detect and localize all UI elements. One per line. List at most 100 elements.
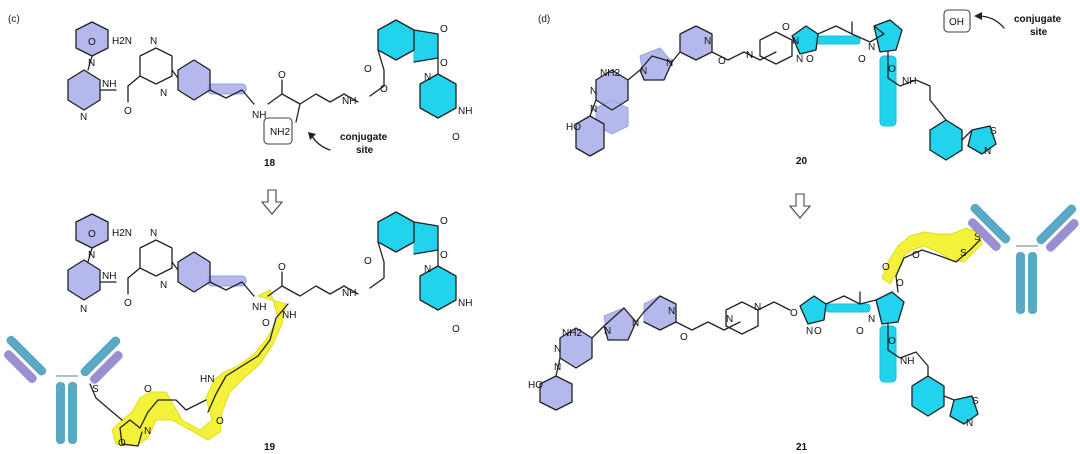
- atom-label-h2n: H2N: [112, 228, 132, 239]
- compound-number-21: 21: [796, 442, 808, 453]
- linker-chain: [895, 239, 981, 293]
- atom-label-n: N: [150, 36, 157, 47]
- atom-label-o: O: [814, 326, 822, 337]
- phenyl-highlight: [177, 59, 211, 101]
- reaction-arrow-d: [788, 193, 812, 219]
- atom-label-nh: NH: [252, 110, 266, 121]
- atom-label-ho: HO: [528, 380, 543, 391]
- atom-label-n: N: [424, 264, 431, 275]
- glutarimide-ring: [419, 73, 457, 119]
- atom-label-o: O: [440, 58, 448, 69]
- atom-label-o: O: [790, 308, 798, 319]
- atom-label-o: O: [118, 438, 126, 449]
- atom-label-o: O: [440, 24, 448, 35]
- conjugate-arrow: [311, 135, 331, 151]
- atom-label-o: O: [278, 70, 286, 81]
- atom-label-o: O: [888, 336, 896, 347]
- atom-label-n: N: [806, 326, 813, 337]
- atom-label-n: N: [640, 66, 647, 77]
- phthalimide-imide-highlight: [413, 221, 439, 255]
- atom-label-n: N: [80, 304, 87, 315]
- atom-label-n: N: [590, 86, 597, 97]
- atom-label-o: O: [364, 64, 372, 75]
- atom-label-o: O: [144, 384, 152, 395]
- linker-highlight: [111, 289, 287, 447]
- atom-label-o: O: [888, 64, 896, 75]
- atom-label-n: N: [796, 54, 803, 65]
- phthalimide-benzo: [377, 19, 415, 61]
- atom-label-n: N: [160, 280, 167, 291]
- compound-number-18: 18: [264, 158, 276, 169]
- atom-label-n: N: [726, 314, 733, 325]
- atom-label-n: N: [754, 302, 761, 313]
- atom-label-n: N: [604, 326, 611, 337]
- atom-label-nh: NH: [342, 288, 356, 299]
- bond: [87, 55, 93, 71]
- atom-label-nh: NH: [458, 298, 472, 309]
- atom-label-n: N: [80, 112, 87, 123]
- atom-label-n: N: [966, 418, 973, 429]
- atom-label-nh: NH: [102, 79, 116, 90]
- atom-label-nh: NH: [458, 106, 472, 117]
- atom-label-o: O: [440, 216, 448, 227]
- conjugate-note-line1: conjugate: [1014, 14, 1062, 25]
- atom-label-o: O: [882, 262, 890, 273]
- conjugate-note-line2: site: [1030, 27, 1048, 38]
- atom-label-o: O: [364, 256, 372, 267]
- atom-label-n: N: [704, 36, 711, 47]
- compound-18-structure: O N N H2N N N NH O NH O NH O O O N O NH …: [67, 19, 472, 156]
- pyridine-ring: [67, 69, 101, 111]
- ethyl-linker-highlight: [207, 275, 247, 287]
- atom-label-n: N: [590, 104, 597, 115]
- conjugate-site-nh2: NH2: [270, 127, 290, 138]
- linker-chain: [207, 303, 289, 413]
- linker-highlight: [881, 227, 983, 285]
- antibody-icon: [967, 203, 1079, 314]
- atom-label-o: O: [856, 326, 864, 337]
- atom-label-o: O: [912, 250, 920, 261]
- atom-label-n: N: [746, 50, 753, 61]
- compound-number-20: 20: [796, 156, 808, 167]
- pyridine-highlight: [67, 259, 101, 301]
- atom-label-o: O: [216, 416, 224, 427]
- atom-label-nh: NH: [252, 302, 266, 313]
- atom-label-nh2: NH2: [600, 68, 620, 79]
- atom-label-n: N: [868, 314, 875, 325]
- conjugate-arrowhead: [974, 12, 982, 20]
- phthalimide-benzo-highlight: [377, 19, 415, 61]
- phenyl-highlight: [911, 375, 945, 417]
- valine-highlight: [815, 35, 861, 45]
- atom-label-n: N: [88, 58, 95, 69]
- atom-label-s: S: [974, 232, 981, 243]
- atom-label-n: N: [160, 88, 167, 99]
- atom-label-nh: NH: [900, 356, 914, 367]
- atom-label-n: N: [666, 58, 673, 69]
- compound-21-structure: NH2 N N HO N N N O N N O N O N O O NH S …: [528, 227, 983, 429]
- compound-19-structure: O N N H2N N N NH O NH O NH NH O O N O NH…: [67, 211, 472, 449]
- atom-label-o: O: [440, 250, 448, 261]
- atom-label-o: O: [88, 229, 96, 240]
- atom-label-nh: NH: [902, 76, 916, 87]
- atom-label-n: N: [554, 362, 561, 373]
- conjugate-site-oh: OH: [949, 17, 964, 28]
- atom-label-n: N: [868, 42, 875, 53]
- phenyl-highlight: [177, 251, 211, 293]
- atom-label-o: O: [896, 278, 904, 289]
- lysine-chain: [281, 93, 359, 105]
- atom-label-ho: HO: [566, 122, 581, 133]
- atom-label-o: O: [452, 324, 460, 335]
- atom-label-s: S: [92, 384, 99, 395]
- panel-label-d: (d): [538, 14, 550, 25]
- atom-label-nh: NH: [342, 96, 356, 107]
- conjugate-note-line2: site: [356, 145, 374, 156]
- compound-number-19: 19: [264, 442, 276, 453]
- phthalimide-benzo-highlight: [377, 211, 415, 253]
- atom-label-o: O: [806, 54, 814, 65]
- phthalimide-imide-highlight: [413, 29, 439, 63]
- conjugate-note-line1: conjugate: [340, 132, 388, 143]
- ethyl-chain: [209, 89, 255, 105]
- ether-linker: [369, 49, 385, 97]
- atom-label-o: O: [88, 37, 96, 48]
- pyridine-highlight: [67, 69, 101, 111]
